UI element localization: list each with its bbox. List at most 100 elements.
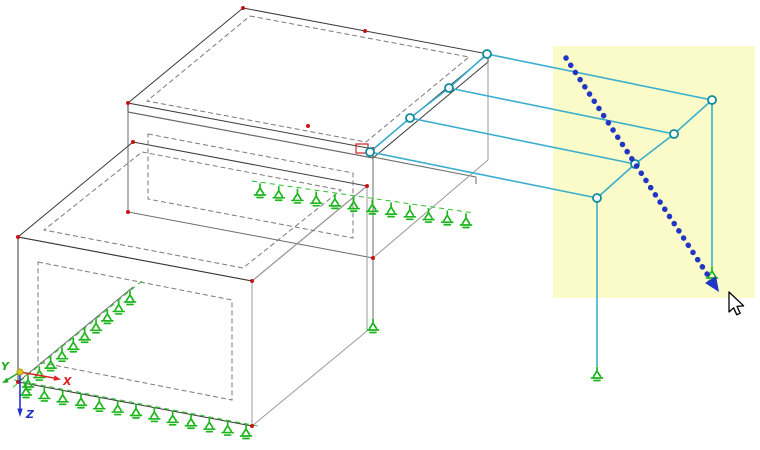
nodal-support-icon[interactable] (347, 196, 360, 212)
nodal-support-icon[interactable] (166, 410, 180, 426)
nodal-support-icon[interactable] (55, 346, 69, 363)
upper-right-wall-edge-bottom[interactable] (372, 159, 489, 259)
support-glyph-shape (440, 210, 454, 226)
selected-chord-member[interactable] (448, 53, 488, 89)
nodal-support-icon[interactable] (705, 266, 719, 282)
nodal-support-icon[interactable] (78, 327, 92, 344)
support-glyph-shape (291, 188, 304, 204)
nodal-support-icon[interactable] (221, 420, 235, 436)
upper-wall-opening[interactable] (147, 133, 354, 239)
selected-chord-member[interactable] (369, 117, 411, 153)
axis-z-arrowhead-icon (17, 408, 23, 417)
fe-node-dot[interactable] (131, 140, 135, 144)
support-glyph-shape (184, 413, 198, 430)
upper-roof-opening[interactable] (145, 15, 471, 143)
nodal-support-icon[interactable] (66, 337, 80, 353)
nodal-support-icon[interactable] (184, 413, 198, 430)
edge-beam-extension[interactable] (372, 156, 477, 178)
nodal-support-icon[interactable] (74, 393, 88, 409)
fe-node-dot[interactable] (126, 210, 130, 214)
axis-x-arrowhead-icon (53, 375, 61, 381)
fe-node-dot[interactable] (363, 29, 367, 33)
lower-floor-left-edge[interactable] (17, 286, 134, 383)
lower-right-wall[interactable] (251, 184, 368, 428)
nodal-support-icon[interactable] (422, 207, 435, 223)
support-glyph-shape (590, 366, 604, 382)
selected-chord-member[interactable] (409, 87, 450, 119)
nodal-support-icon[interactable] (89, 318, 103, 334)
selected-chord-member[interactable] (673, 99, 713, 135)
structure-node-circle[interactable] (669, 129, 679, 139)
fe-node-dot[interactable] (16, 235, 20, 239)
selected-beam-member[interactable] (486, 53, 713, 101)
structure-node-circle[interactable] (592, 193, 602, 203)
fe-node-dot[interactable] (306, 124, 310, 128)
nodal-support-icon[interactable] (366, 318, 380, 334)
support-glyph-shape (74, 393, 88, 409)
axis-z-label: Z (25, 408, 35, 421)
selected-beam-member[interactable] (448, 87, 675, 135)
structure-node-circle[interactable] (444, 83, 454, 93)
nodal-support-icon[interactable] (147, 407, 161, 423)
selected-beam-member[interactable] (409, 117, 636, 165)
support-glyph-shape (705, 266, 719, 282)
nodal-support-icon[interactable] (92, 396, 106, 413)
nodal-support-icon[interactable] (309, 191, 323, 207)
upper-roof-bottom-right-edge[interactable] (372, 61, 489, 159)
nodal-support-icon[interactable] (123, 290, 137, 306)
structure-node-circle[interactable] (482, 49, 492, 59)
support-glyph-shape (253, 183, 267, 199)
nodal-support-icon[interactable] (384, 202, 398, 218)
nodal-support-icon[interactable] (19, 383, 33, 399)
fe-node-dot[interactable] (241, 6, 245, 10)
nodal-support-icon[interactable] (56, 389, 70, 406)
support-glyph-shape (147, 407, 161, 423)
nodal-support-icon[interactable] (239, 424, 253, 440)
selected-beam-member[interactable] (369, 151, 598, 199)
upper-front-wall[interactable] (127, 111, 374, 259)
axis-y-label: Y (1, 360, 10, 373)
selected-chord-member[interactable] (634, 133, 675, 165)
support-glyph-shape (366, 199, 379, 215)
nodal-support-icon[interactable] (21, 375, 35, 391)
fe-node-dot[interactable] (250, 279, 254, 283)
nodal-support-icon[interactable] (44, 356, 58, 372)
nodal-support-icon[interactable] (590, 366, 604, 382)
support-glyph-shape (202, 417, 216, 433)
drag-direction-arrowhead-icon (705, 276, 719, 292)
nodal-support-icon[interactable] (111, 400, 125, 416)
selected-chord-member[interactable] (596, 163, 636, 199)
nodal-support-icon[interactable] (403, 204, 417, 221)
nodal-support-icon[interactable] (37, 386, 51, 402)
lower-front-wall[interactable] (17, 236, 253, 427)
lower-roof-opening[interactable] (42, 151, 343, 269)
support-glyph-shape (111, 400, 125, 416)
fe-node-dot[interactable] (126, 101, 130, 105)
nodal-support-icon[interactable] (459, 213, 473, 229)
nodal-support-icon[interactable] (366, 199, 379, 215)
mouse-cursor-icon (728, 291, 745, 316)
nodal-support-icon[interactable] (328, 194, 342, 210)
nodal-support-icon[interactable] (112, 299, 126, 315)
fe-node-dot[interactable] (250, 424, 254, 428)
nodal-support-icon[interactable] (253, 183, 267, 199)
nodal-support-icon[interactable] (202, 417, 216, 433)
support-row-front-guide-line (13, 379, 259, 427)
fe-node-dot[interactable] (16, 380, 20, 384)
fe-node-dot[interactable] (365, 184, 369, 188)
structure-node-circle[interactable] (707, 95, 717, 105)
lower-wall-opening[interactable] (37, 261, 233, 401)
nodal-support-icon[interactable] (32, 365, 46, 381)
nodal-support-icon[interactable] (440, 210, 454, 226)
structure-node-circle[interactable] (365, 147, 375, 157)
nodal-support-icon[interactable] (291, 188, 304, 204)
structure-node-circle[interactable] (405, 113, 415, 123)
fe-node-dot[interactable] (371, 256, 375, 260)
nodal-support-icon[interactable] (100, 309, 114, 325)
nodal-support-icon[interactable] (272, 185, 286, 202)
support-glyph-shape (66, 337, 80, 353)
support-glyph-shape (123, 290, 137, 306)
nodal-support-icon[interactable] (129, 403, 143, 419)
